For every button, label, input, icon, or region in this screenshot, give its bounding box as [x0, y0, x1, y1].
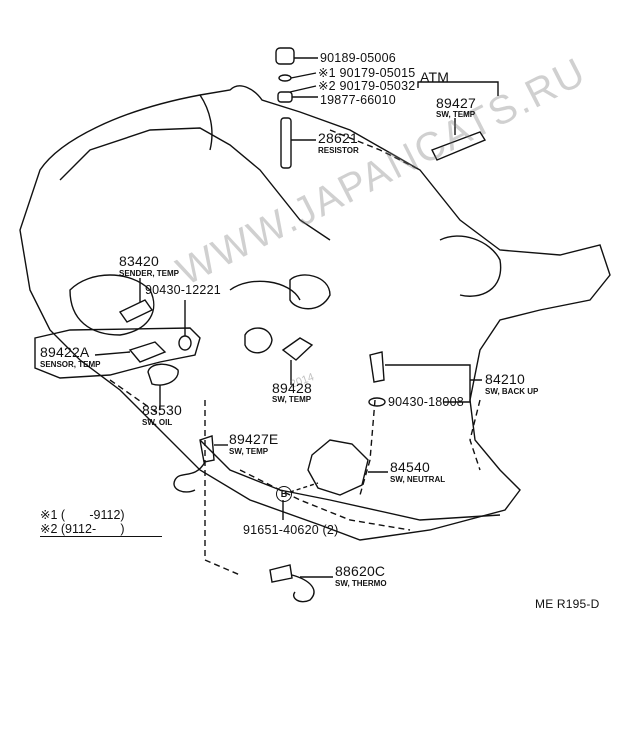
part-89427-name: SW, TEMP [436, 110, 476, 119]
part-28621-name: RESISTOR [318, 146, 359, 155]
part-91651-40620[interactable]: 91651-40620 (2) [243, 523, 339, 537]
part-88620C-number[interactable]: 88620C [335, 563, 386, 579]
part-90179-05032[interactable]: ※2 90179-05032 [318, 79, 416, 93]
part-89422A-number[interactable]: 89422A [40, 344, 90, 360]
date-notes: ※1 ( -9112) ※2 (9112- ) [40, 508, 162, 537]
note-1: ※1 ( -9112) [40, 508, 125, 522]
callout-badge-b: B [276, 486, 292, 502]
note-2: ※2 (9112- ) [40, 522, 125, 536]
part-84210-name: SW, BACK UP [485, 387, 539, 396]
part-89428-name: SW, TEMP [272, 395, 312, 404]
diagram-code: ME R195-D [535, 597, 600, 611]
part-84210-number[interactable]: 84210 [485, 371, 525, 387]
part-83530-name: SW, OIL [142, 418, 173, 427]
part-83530-number[interactable]: 83530 [142, 402, 182, 418]
part-88620C-name: SW, THERMO [335, 579, 387, 588]
part-19877-66010[interactable]: 19877-66010 [320, 93, 396, 107]
part-28621-number[interactable]: 28621 [318, 130, 358, 146]
part-84540-number[interactable]: 84540 [390, 459, 430, 475]
part-89428-number[interactable]: 89428 [272, 380, 312, 396]
part-90189-05006[interactable]: 90189-05006 [320, 51, 396, 65]
part-84540-name: SW, NEUTRAL [390, 475, 446, 484]
part-83420-name: SENDER, TEMP [119, 269, 180, 278]
part-89422A-name: SENSOR, TEMP [40, 360, 101, 369]
part-89427E-number[interactable]: 89427E [229, 431, 279, 447]
part-90430-18008[interactable]: 90430-18008 [388, 395, 464, 409]
part-90179-05015[interactable]: ※1 90179-05015 [318, 66, 416, 80]
part-89427-number[interactable]: 89427 [436, 95, 476, 111]
part-89427E-name: SW, TEMP [229, 447, 269, 456]
part-83420-number[interactable]: 83420 [119, 253, 159, 269]
part-90430-12221[interactable]: 90430-12221 [145, 283, 221, 297]
atm-group-label: ATM [420, 69, 450, 85]
